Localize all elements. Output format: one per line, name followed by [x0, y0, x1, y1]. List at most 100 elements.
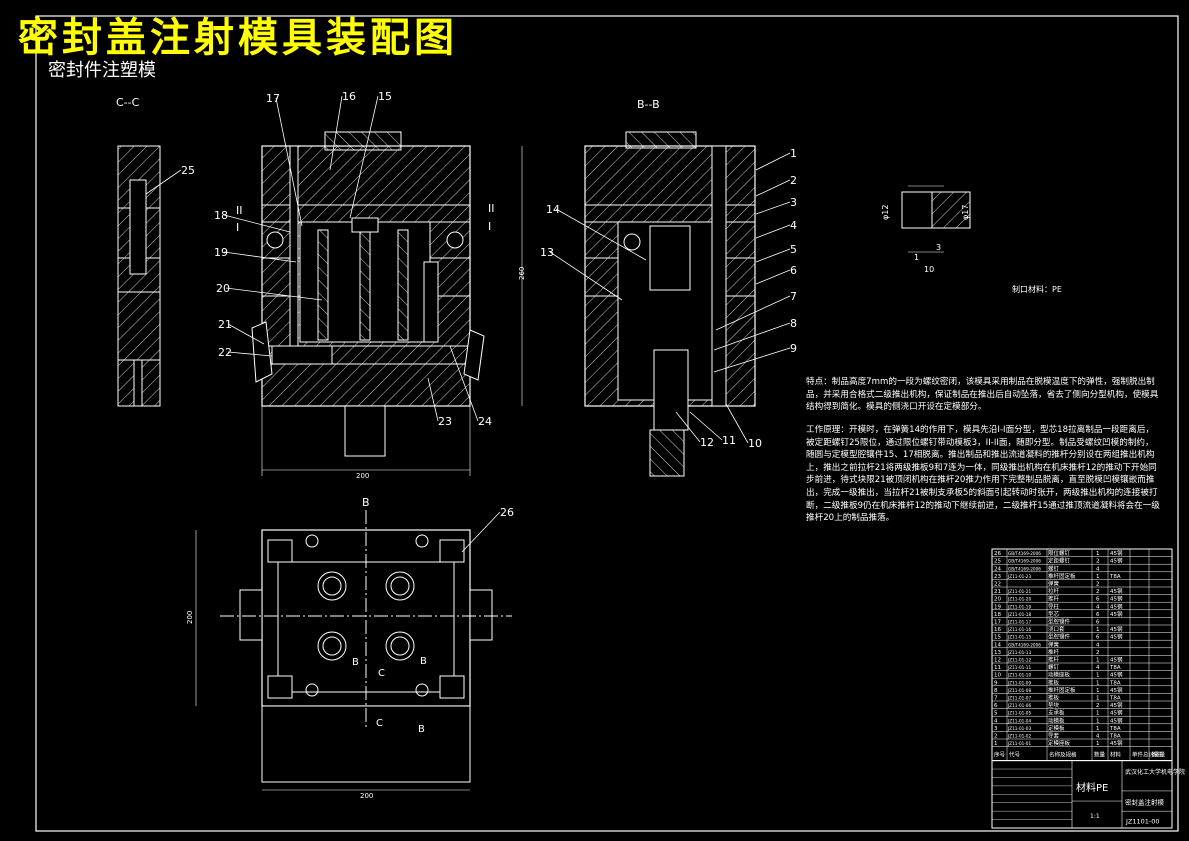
title-block-material: 材料PE — [1076, 781, 1108, 794]
bom-cell: 限位螺钉 — [1048, 549, 1071, 557]
bom-header-no: 序号 — [994, 751, 1006, 759]
bom-cell: 10 — [994, 673, 1001, 679]
bom-cell: 21 — [994, 589, 1001, 595]
bom-cell: 导柱 — [1048, 602, 1060, 610]
dim-part-h1: 1 — [914, 253, 919, 262]
part-balloon-7: 7 — [790, 290, 797, 303]
dim-part-d17: φ17 — [961, 205, 970, 220]
main-section-view: 200 260 II I II I — [236, 131, 526, 480]
bom-cell: 45钢 — [1110, 595, 1123, 603]
bom-cell: 1 — [994, 741, 998, 747]
drawing-title: 密封盖注射模具装配图 — [18, 15, 458, 61]
dim-width-plan: 200 — [360, 792, 373, 800]
bom-cell: JZ11-01-23 — [1007, 574, 1031, 579]
bom-cell: 26 — [994, 551, 1001, 557]
bom-cell: 14 — [994, 642, 1001, 648]
parting-mark-ii-right: II — [488, 202, 495, 215]
plan-mark-c-top: C — [378, 668, 385, 679]
bom-cell: 推杆固定板 — [1048, 572, 1076, 580]
balloon-leader — [449, 345, 479, 422]
balloon-leader — [349, 95, 379, 219]
bom-cell: 1 — [1096, 627, 1100, 633]
bom-cell: 18 — [994, 612, 1001, 618]
balloon-leader — [227, 323, 265, 345]
balloon-leader — [675, 411, 701, 443]
title-block-product: 密封盖注射模 — [1125, 797, 1165, 806]
bom-cell: 3 — [994, 726, 998, 732]
bom-cell: 45钢 — [1110, 716, 1123, 724]
bom-cell: 动模板 — [1048, 716, 1065, 724]
bom-cell: 推杆固定板 — [1048, 686, 1076, 694]
bom-cell: 动模座板 — [1048, 671, 1071, 679]
part-balloon-12: 12 — [700, 436, 714, 449]
bom-cell: JZ11-01-06 — [1007, 703, 1031, 708]
part-balloon-15: 15 — [378, 90, 392, 103]
bom-cell: JZ11-01-08 — [1007, 688, 1031, 693]
bom-cell: 2 — [1096, 703, 1100, 709]
bom-cell: 型腔镶件 — [1048, 618, 1071, 626]
bom-cell: JZ11-01-20 — [1007, 597, 1031, 602]
bom-cell: 1 — [1096, 718, 1100, 724]
material-note: 制口材料：PE — [1012, 285, 1062, 294]
balloon-leader — [689, 411, 723, 441]
bom-cell: 15 — [994, 635, 1001, 641]
section-view-bb: B--B — [584, 98, 756, 477]
balloon-leader — [225, 287, 323, 301]
balloon-leader — [755, 179, 791, 197]
bom-cell: 1 — [1096, 551, 1100, 557]
bom-cell: 2 — [1096, 650, 1100, 656]
balloon-leader — [329, 95, 343, 171]
bom-cell: 推杆 — [1048, 648, 1060, 656]
plan-mark-b-right: B — [420, 656, 427, 667]
bom-cell: 弹簧 — [1048, 640, 1060, 648]
part-detail: φ12 φ17 10 3 1 — [881, 185, 971, 274]
part-balloon-13: 13 — [540, 246, 554, 259]
bom-cell: JZ11-01-17 — [1007, 620, 1031, 625]
bom-cell: JZ11-01-03 — [1007, 726, 1031, 731]
bom-cell: 9 — [994, 680, 998, 686]
part-balloon-5: 5 — [790, 243, 797, 256]
bom-cell: 弹簧 — [1048, 580, 1060, 588]
plan-mark-b-left: B — [352, 657, 359, 668]
bom-cell: JZ11-01-09 — [1007, 680, 1031, 685]
part-balloon-20: 20 — [216, 282, 230, 295]
bom-cell: JZ11-01-18 — [1007, 612, 1031, 617]
bom-cell: 1 — [1096, 688, 1100, 694]
bom-cell: GB/T4169-2006 — [1008, 566, 1041, 571]
part-balloon-10: 10 — [748, 437, 762, 450]
part-balloon-26: 26 — [500, 506, 514, 519]
bom-cell: 4 — [994, 718, 998, 724]
bom-cell: JZ11-01-02 — [1007, 734, 1031, 739]
part-balloon-2: 2 — [790, 174, 797, 187]
bom-cell: JZ11-01-15 — [1007, 635, 1031, 640]
plan-mark-b-bottom: B — [418, 724, 425, 735]
bom-cell: JZ11-01-01 — [1007, 741, 1031, 746]
bom-cell: T8A — [1109, 726, 1121, 732]
part-balloon-1: 1 — [790, 147, 797, 160]
balloon-leader — [145, 169, 182, 195]
section-view-cc: C--C — [116, 96, 161, 407]
bom-cell: JZ11-01-10 — [1007, 673, 1031, 678]
bom-cell: 垫块 — [1048, 701, 1060, 709]
bom-header-code: 代号 — [1009, 751, 1021, 759]
bom-cell: 23 — [994, 574, 1001, 580]
balloon-leader — [715, 295, 791, 331]
title-block-scale: 1:1 — [1090, 813, 1100, 820]
bom-cell: 6 — [1096, 612, 1100, 618]
bom-cell: 6 — [1096, 620, 1100, 626]
bom-cell: 2 — [994, 734, 998, 740]
bom-cell: 45钢 — [1110, 739, 1123, 747]
